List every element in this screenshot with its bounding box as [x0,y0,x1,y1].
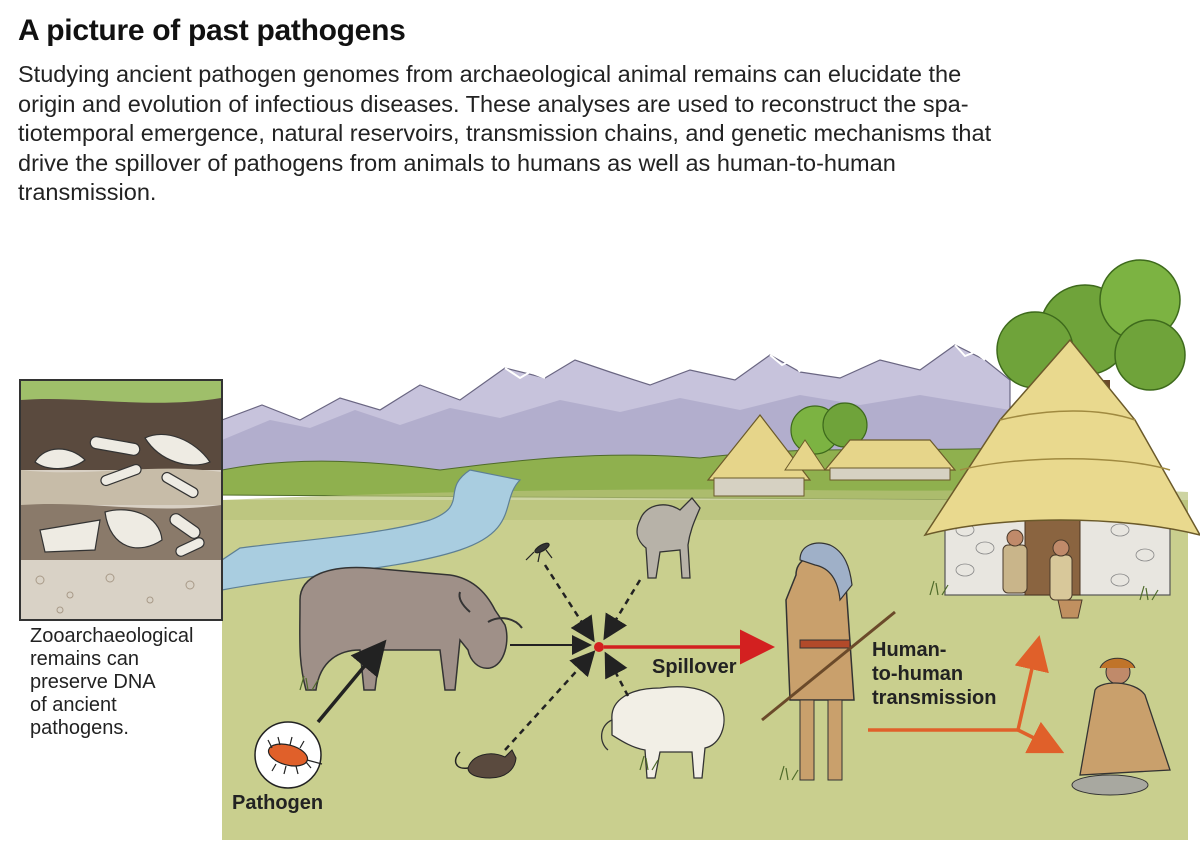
figure-description: Studying ancient pathogen genomes from a… [18,60,1188,208]
description-line: transmission. [18,179,157,205]
spillover-label: Spillover [652,656,737,678]
illustration-scene [19,259,1200,840]
grass-tufts [299,580,1159,781]
human-transmission-arrows [868,635,1065,754]
h2h-label-line: to-human [872,663,964,685]
rodent [454,749,517,779]
herder-figure [761,542,896,781]
mosquito [525,542,553,563]
woman-grinding [1071,657,1171,796]
remains-note-line: preserve DNA [30,671,156,693]
remains-note-line: of ancient [30,694,117,716]
human-to-human-label: Human- to-human transmission [872,638,996,710]
description-line: Studying ancient pathogen genomes from a… [18,61,962,87]
h2h-label-line: transmission [872,687,997,709]
remains-note-line: pathogens. [30,717,129,739]
description-line: drive the spillover of pathogens from an… [18,149,896,176]
remains-note: Zooarchaeological remains can preserve D… [30,625,193,740]
description-line: tiotemporal emergence, natural reservoir… [18,120,992,146]
distant-huts [706,414,957,497]
reservoir-arrows [316,564,642,751]
soil-cross-section [19,379,223,621]
pathogen-icon [254,721,323,789]
wolf [636,497,701,579]
pathogen-label: Pathogen [232,792,324,814]
villagers-at-hut [1002,529,1083,619]
figure-title: A picture of past pathogens [18,14,406,47]
sheep [601,686,725,779]
remains-note-line: remains can [30,648,139,670]
h2h-label-line: Human- [872,639,947,661]
description-line: origin and evolution of infectious disea… [18,90,969,117]
remains-note-line: Zooarchaeological [30,625,194,647]
convergence-point [594,642,604,652]
